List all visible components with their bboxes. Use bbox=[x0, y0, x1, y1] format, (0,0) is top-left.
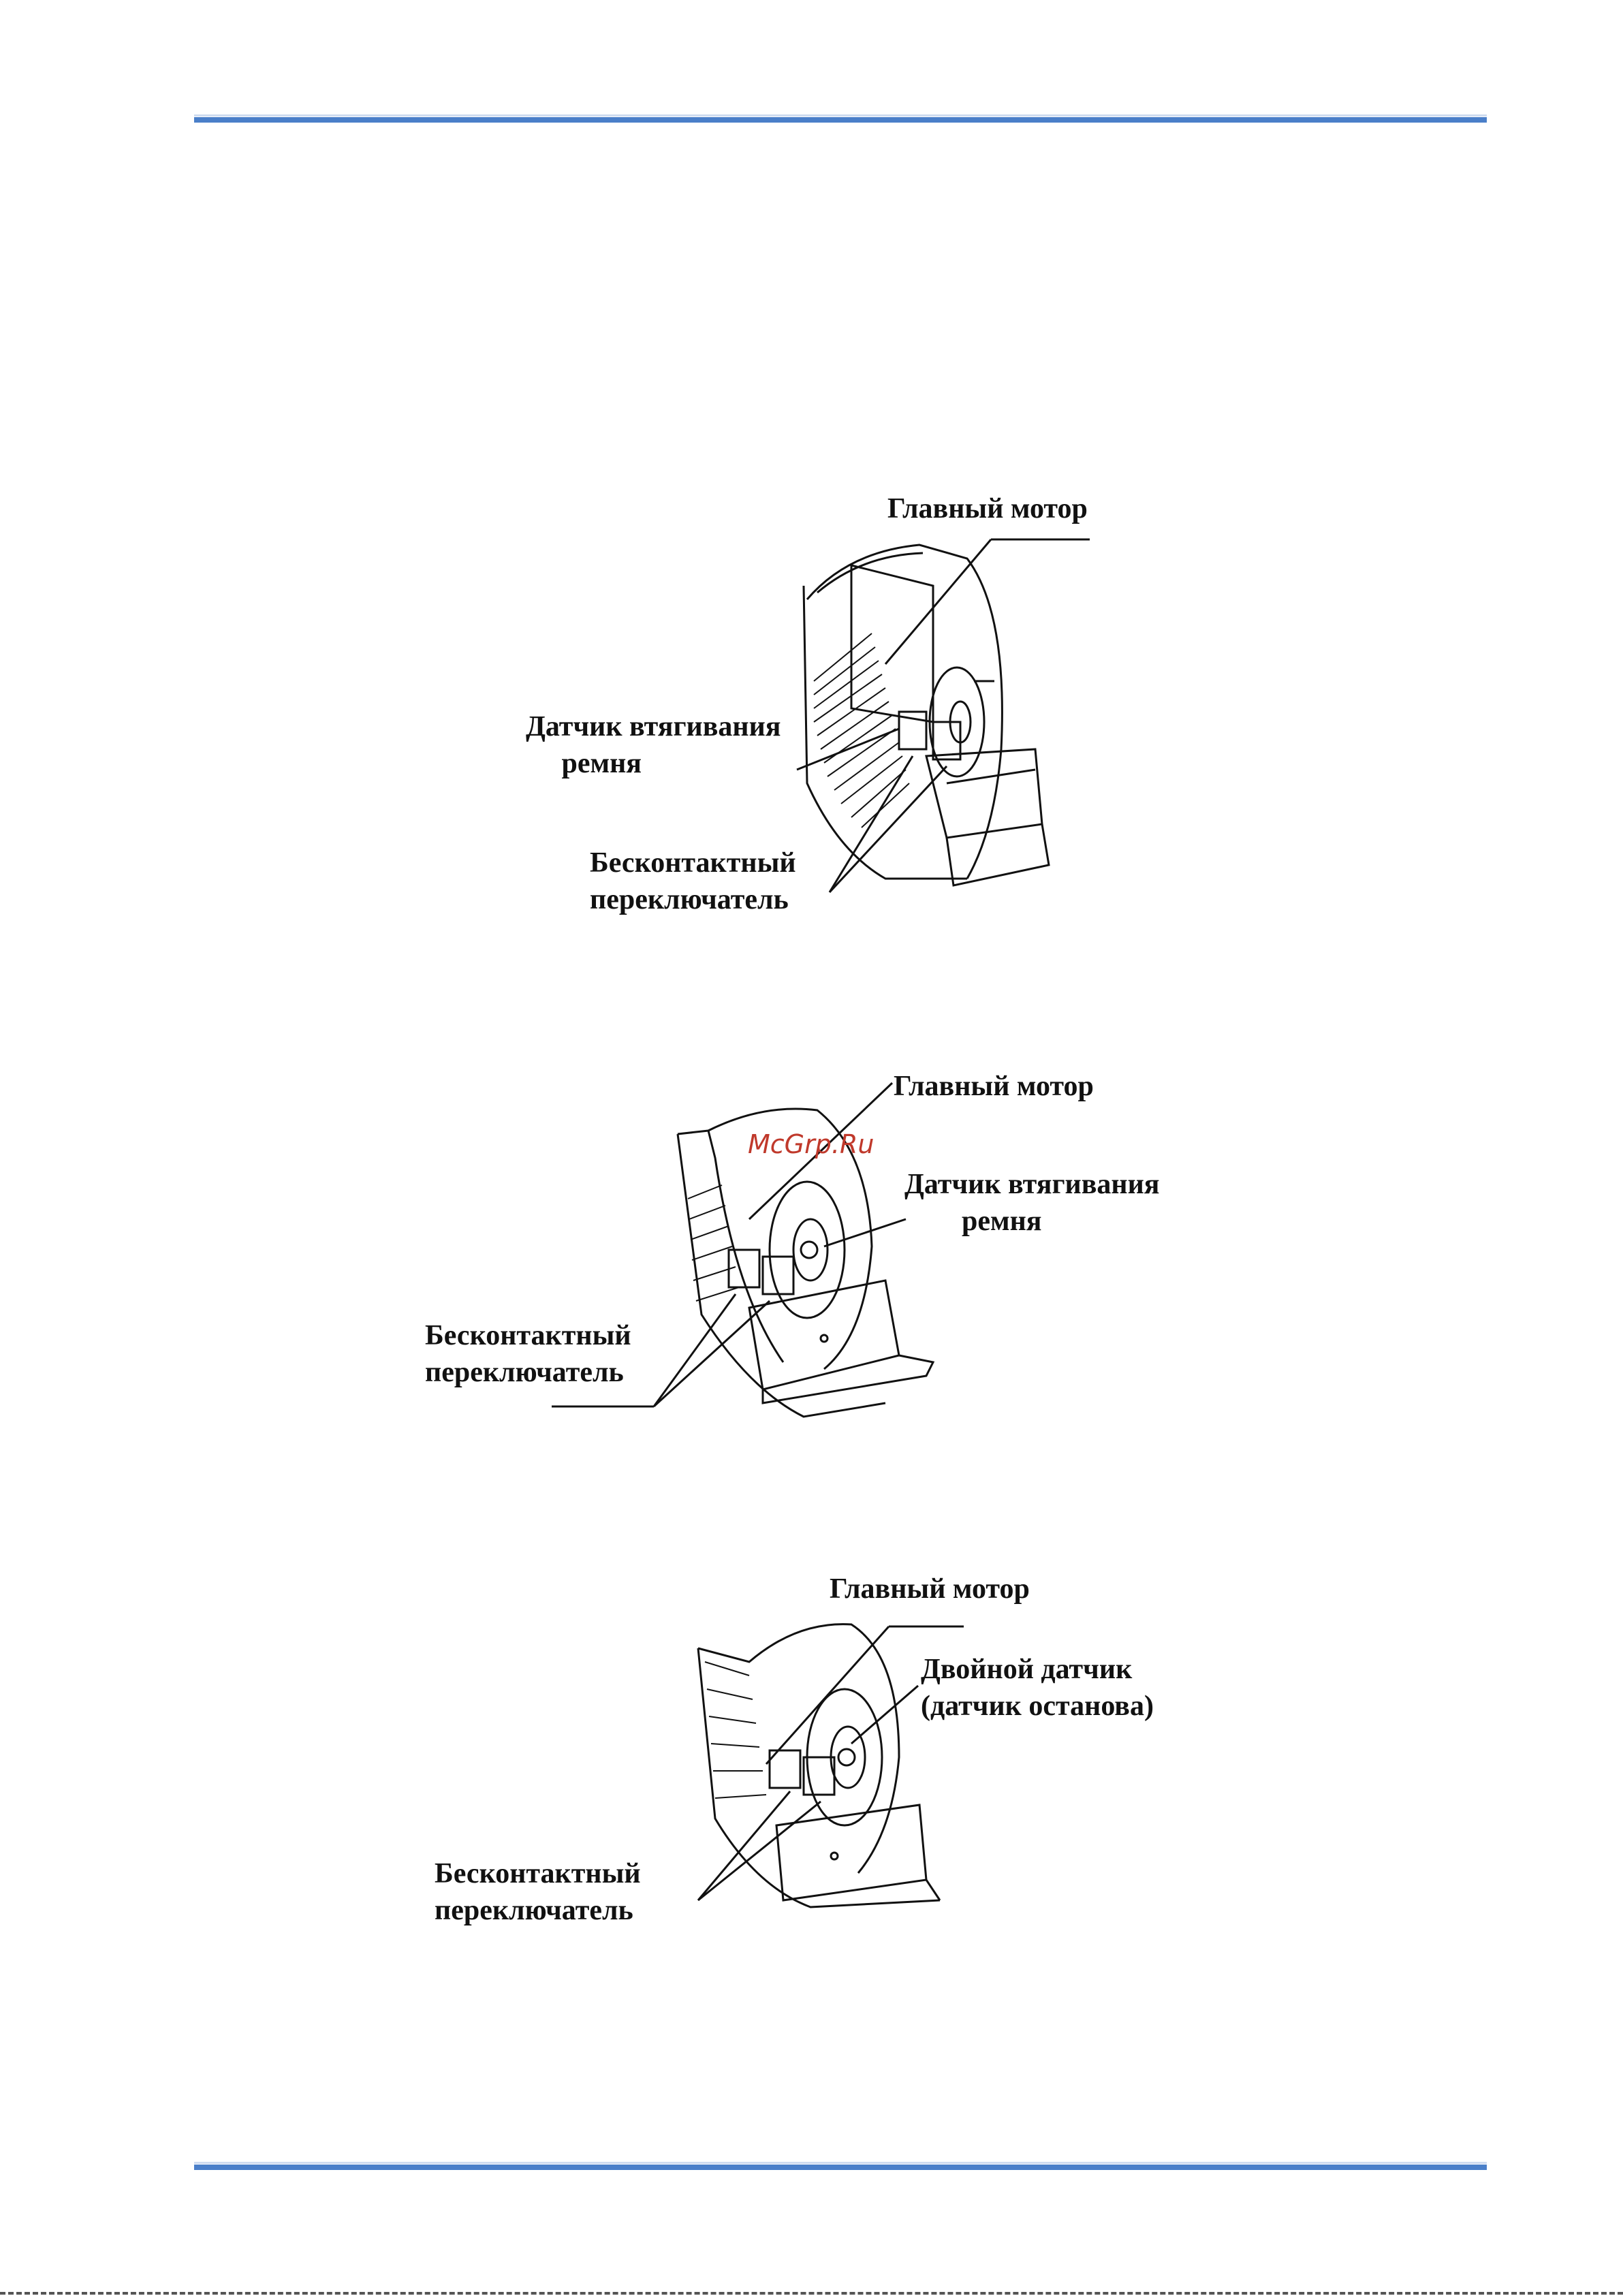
footer-rule bbox=[194, 2162, 1487, 2170]
fig3-proximity-switch-label: Бесконтактный переключатель bbox=[435, 1855, 641, 1929]
page-bottom-dashed-line bbox=[0, 2292, 1623, 2295]
fig3-main-motor-label: Главный мотор bbox=[830, 1571, 1030, 1607]
fig3-dual-sensor-label: Двойной датчик (датчик останова) bbox=[921, 1651, 1154, 1725]
watermark-text: McGrp.Ru bbox=[748, 1129, 874, 1159]
